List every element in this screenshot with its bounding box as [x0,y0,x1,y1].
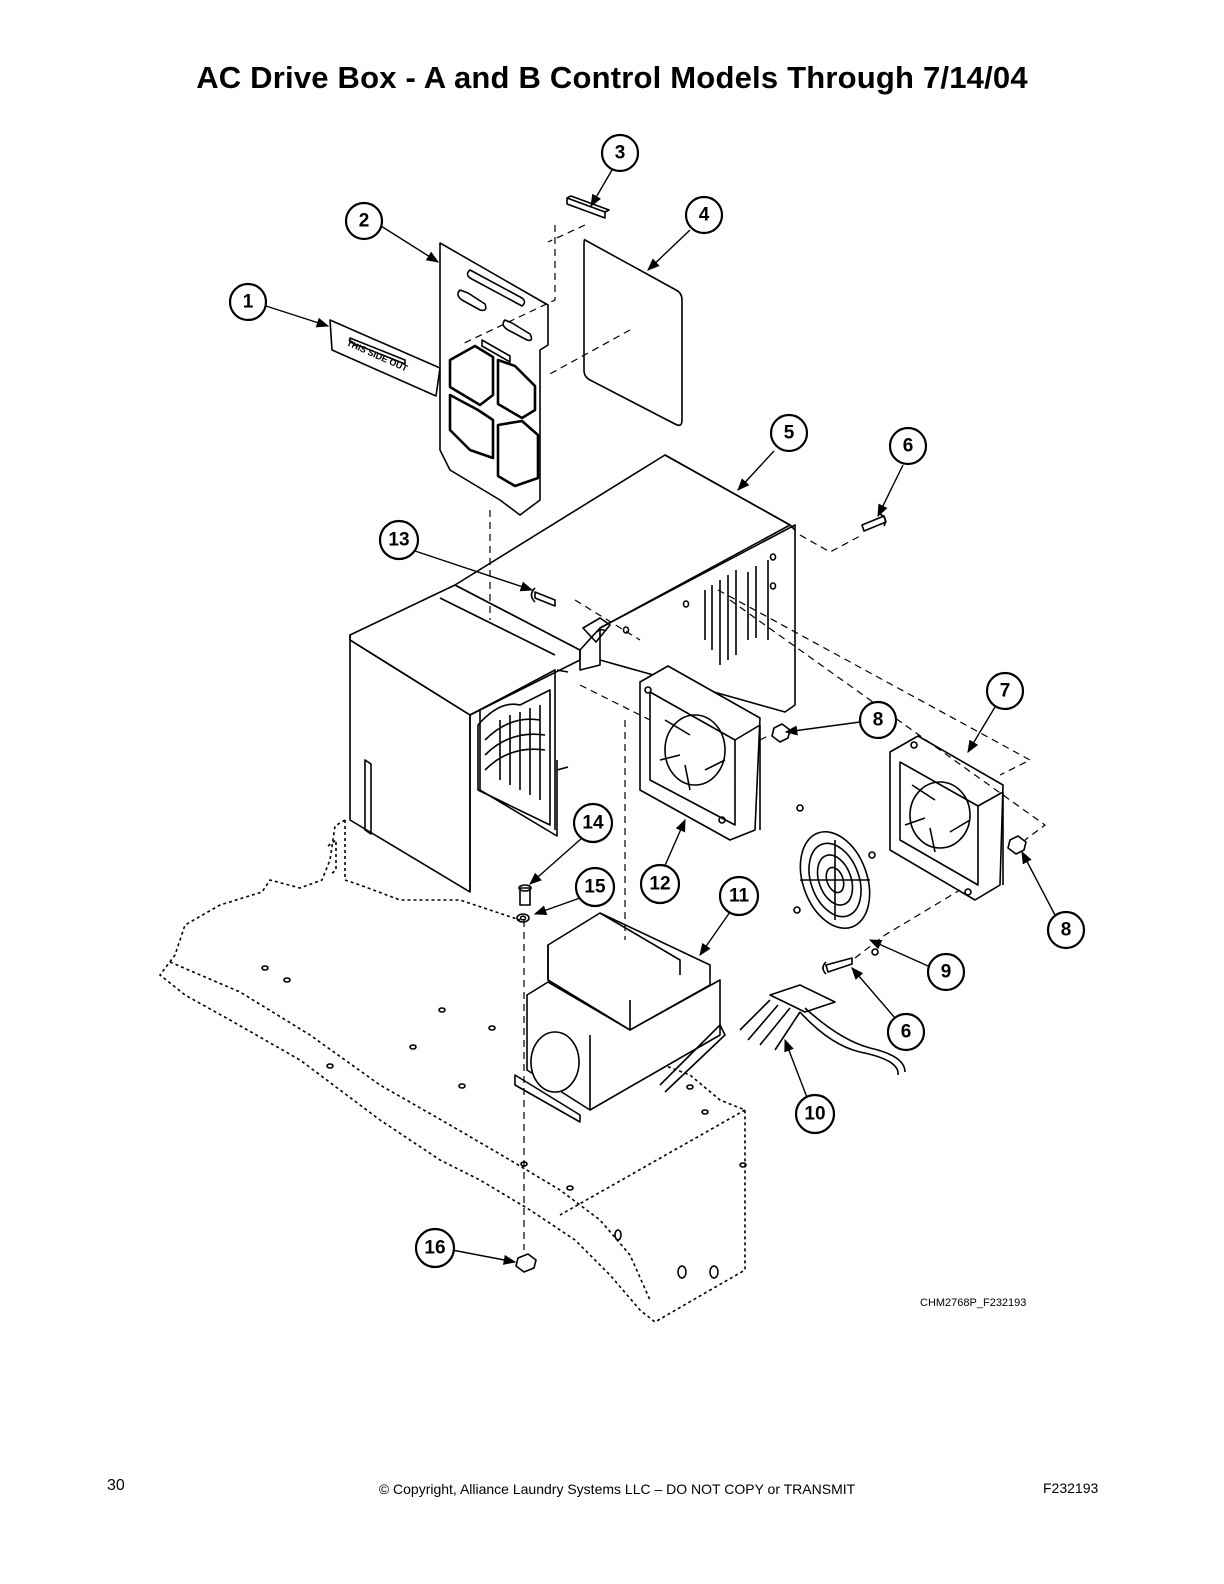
part-4-cover-plate [583,238,683,427]
svg-text:15: 15 [584,877,606,898]
callout-3: 3 [600,133,640,173]
assembly-lines [459,224,1047,1250]
svg-text:13: 13 [388,530,409,551]
callout-7: 7 [985,671,1025,711]
svg-text:10: 10 [804,1104,825,1125]
callout-5: 5 [769,413,809,453]
callout-12: 12 [639,863,681,905]
base-holes [261,965,747,1279]
callout-6-bottom: 6 [886,1012,926,1052]
part-2-bracket [439,242,549,516]
callout-2: 2 [344,201,384,241]
part-5-enclosure [349,454,796,893]
svg-text:4: 4 [699,205,710,226]
part-9-fan-guard [793,804,879,956]
svg-text:12: 12 [649,874,670,895]
callout-10: 10 [794,1093,836,1135]
svg-text:9: 9 [941,962,952,983]
part-1-label: THIS SIDE OUT [329,319,441,397]
leader-lines [265,169,1056,1265]
callout-1: 1 [228,282,268,322]
base-pan [158,819,747,1323]
callout-8-upper: 8 [858,700,898,740]
svg-text:3: 3 [615,143,626,164]
part-3-bar [566,195,610,219]
callout-13: 13 [378,519,420,561]
callout-9: 9 [926,952,966,992]
callout-11: 11 [718,875,760,917]
callout-16: 16 [414,1227,456,1269]
part-7-fan [889,735,1004,901]
callout-8-lower: 8 [1046,910,1086,950]
callout-14: 14 [572,802,614,844]
svg-text:16: 16 [424,1238,445,1259]
svg-text:8: 8 [1061,920,1072,941]
callout-15: 15 [574,866,616,908]
page-number: 30 [107,1477,125,1494]
svg-text:1: 1 [243,292,254,313]
part-11-drive [514,912,726,1123]
document-id: F232193 [1043,1480,1099,1496]
svg-text:14: 14 [582,813,604,834]
svg-text:2: 2 [359,211,370,232]
svg-text:6: 6 [903,436,914,457]
part-12-fan [639,665,761,841]
callout-6-top: 6 [888,426,928,466]
svg-text:7: 7 [1000,681,1011,702]
svg-text:5: 5 [784,423,795,444]
copyright-notice: © Copyright, Alliance Laundry Systems LL… [378,1481,856,1497]
callout-4: 4 [684,195,724,235]
page-title: AC Drive Box - A and B Control Models Th… [196,60,1028,95]
hardware [515,513,1027,1273]
part-10-harness [739,984,906,1076]
svg-text:8: 8 [873,710,884,731]
svg-text:11: 11 [729,886,750,907]
drawing-reference: CHM2768P_F232193 [920,1297,1027,1309]
svg-text:6: 6 [901,1022,912,1043]
